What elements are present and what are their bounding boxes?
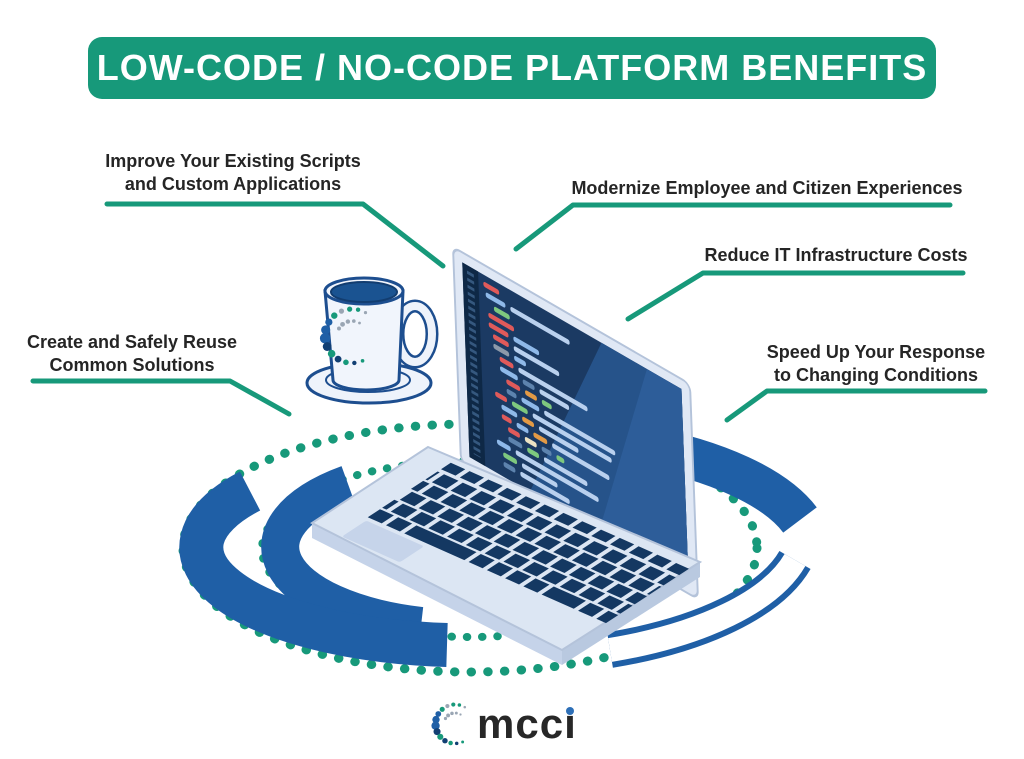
benefit-text-line: Modernize Employee and Citizen Experienc… <box>571 178 963 198</box>
benefit-label-reduce-costs: Reduce IT Infrastructure Costs <box>704 244 967 267</box>
benefit-text-line: Improve Your Existing Scripts <box>105 151 361 171</box>
benefit-label-modernize-experiences: Modernize Employee and Citizen Experienc… <box>571 177 962 200</box>
code-lines <box>483 281 616 504</box>
benefit-label-improve-scripts: Improve Your Existing Scripts and Custom… <box>105 150 360 196</box>
benefit-label-reuse-solutions: Create and Safely Reuse Common Solutions <box>27 331 237 377</box>
logo-prefix: mcc <box>477 700 565 747</box>
connector-lines <box>30 201 988 423</box>
benefit-label-speed-response: Speed Up Your Response to Changing Condi… <box>767 341 985 387</box>
connector-line-5 <box>724 388 988 423</box>
benefit-text-line: Create and Safely Reuse <box>26 332 238 352</box>
benefit-text-line: and Custom Applications <box>124 174 342 194</box>
mcci-dot-spiral <box>319 306 368 366</box>
connector-line-3 <box>625 270 966 322</box>
logo-letter-i: ı <box>564 700 577 747</box>
connector-line-1 <box>104 201 446 269</box>
benefit-text-line: Common Solutions <box>49 355 215 375</box>
connector-line-4 <box>30 378 292 417</box>
benefit-text-line: to Changing Conditions <box>774 365 978 385</box>
laptop-with-code-illustration <box>310 248 703 665</box>
mcci-logo-text: mccı <box>477 703 577 745</box>
benefit-text-line: Reduce IT Infrastructure Costs <box>704 245 968 265</box>
mcci-logo-mark-icon <box>431 702 467 746</box>
coffee-mug-illustration <box>305 276 439 405</box>
connector-line-2 <box>513 202 953 252</box>
page-title: LOW-CODE / NO-CODE PLATFORM BENEFITS <box>96 47 928 88</box>
benefit-text-line: Speed Up Your Response <box>766 342 986 362</box>
mcci-logo: mccı <box>425 690 577 754</box>
title-banner: LOW-CODE / NO-CODE PLATFORM BENEFITS <box>88 37 936 99</box>
